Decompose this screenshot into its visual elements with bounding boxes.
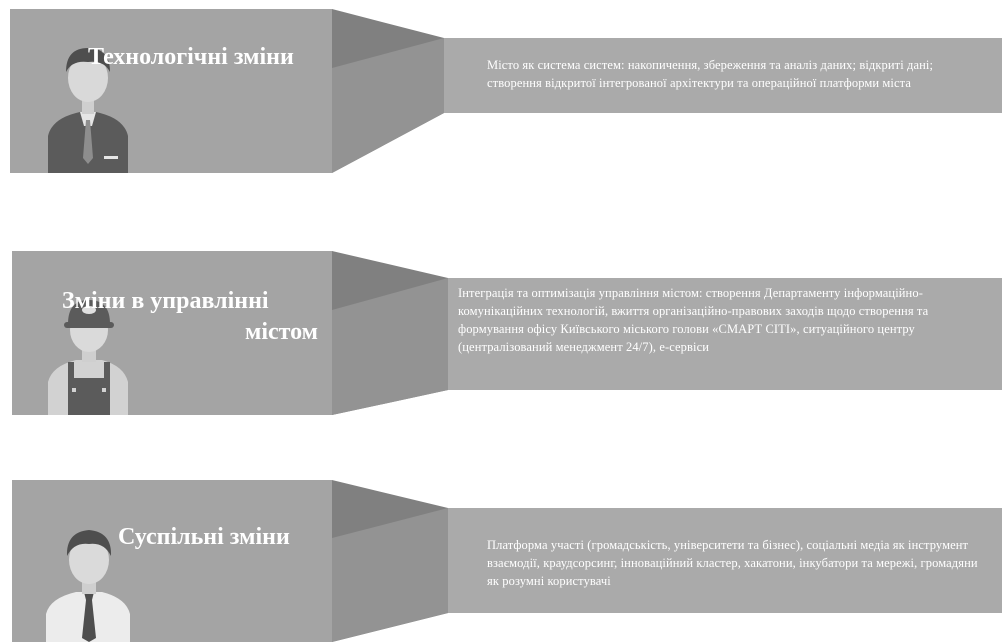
office-worker-icon xyxy=(46,530,130,642)
ribbon-band xyxy=(12,251,1002,415)
businessman-icon xyxy=(48,48,128,173)
right-panel xyxy=(444,38,1002,113)
row-technological: Технологічні зміни Місто як система сист… xyxy=(0,8,1002,176)
ribbon-band xyxy=(10,9,1002,173)
row-social: Суспільні зміни Платформа участі (громад… xyxy=(0,478,1002,642)
row-management: Зміни в управлінні містом Інтеграція та … xyxy=(0,250,1002,418)
fold-shade xyxy=(332,38,444,173)
row-heading: Суспільні зміни xyxy=(118,524,290,550)
row-description: Місто як система систем: накопичення, зб… xyxy=(487,58,934,90)
worker-icon xyxy=(48,300,128,415)
right-panel xyxy=(448,278,1002,390)
row-heading: Технологічні зміни xyxy=(88,44,294,70)
row-heading-line2: містом xyxy=(244,319,318,345)
row-heading-line1: Зміни в управлінні xyxy=(62,288,269,314)
fold-shade xyxy=(332,508,448,642)
fold-shade xyxy=(332,278,448,415)
row-description: Інтеграція та оптимізація управління міс… xyxy=(458,286,929,354)
row-heading: Зміни в управлінні містом xyxy=(62,286,318,348)
right-panel xyxy=(448,508,1002,613)
row-description: Платформа участі (громадськість, універс… xyxy=(487,538,978,588)
ribbon-band xyxy=(12,480,1002,642)
